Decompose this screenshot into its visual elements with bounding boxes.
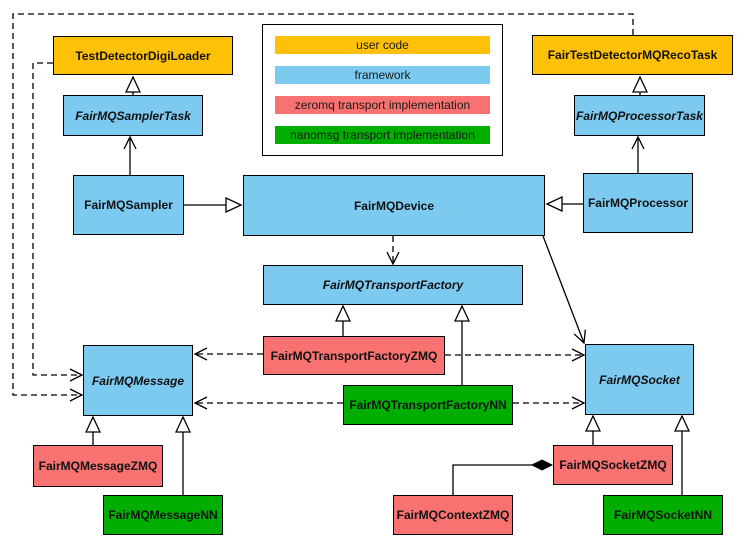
edge-test-detector-digi-loader-to-fairmq-message — [32, 62, 84, 382]
legend-swatch-framework: framework — [275, 66, 490, 84]
edge-fair-test-detector-mq-reco-task-to-fairmq-message — [12, 13, 634, 402]
edge-fairmq-device-to-fairmq-socket — [542, 235, 586, 345]
legend-swatch-nanomsg: nanomsg transport implementation — [275, 126, 490, 144]
diagram-edges — [12, 13, 682, 495]
legend-swatch-user-code: user code — [275, 36, 490, 54]
legend: user code framework zeromq transport imp… — [262, 24, 503, 156]
edge-fairmq-context-zmq-to-fairmq-socket-zmq — [452, 465, 552, 495]
legend-swatch-zeromq: zeromq transport implementation — [275, 96, 490, 114]
